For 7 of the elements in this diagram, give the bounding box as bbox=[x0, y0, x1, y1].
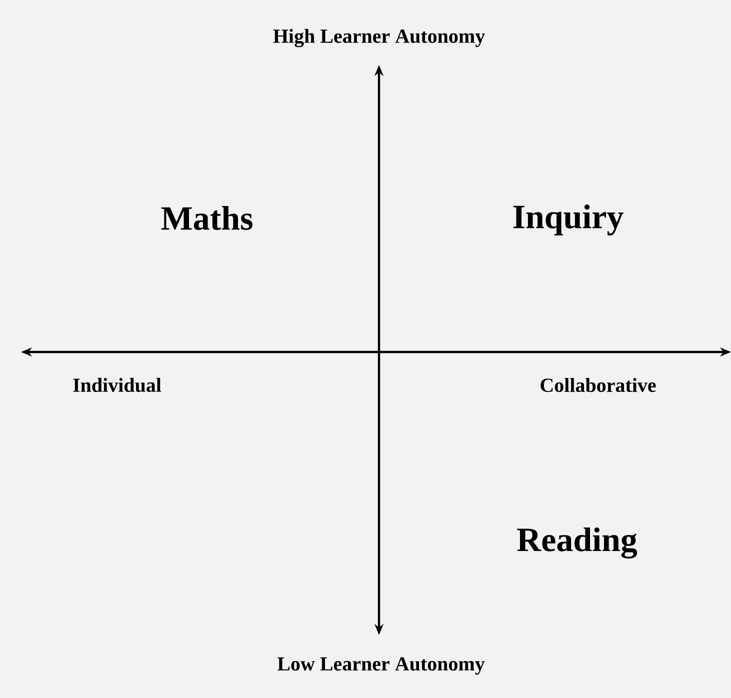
axis-label: Low Learner Autonomy bbox=[277, 657, 485, 675]
quadrant-label: Maths bbox=[161, 206, 252, 230]
quadrant-label: Reading bbox=[517, 527, 638, 559]
axis-label: Individual bbox=[73, 378, 162, 392]
quadrant-label: Inquiry bbox=[513, 204, 624, 236]
axis-label: Collaborative bbox=[540, 378, 656, 392]
axis-label: High Learner Autonomy bbox=[273, 28, 485, 48]
